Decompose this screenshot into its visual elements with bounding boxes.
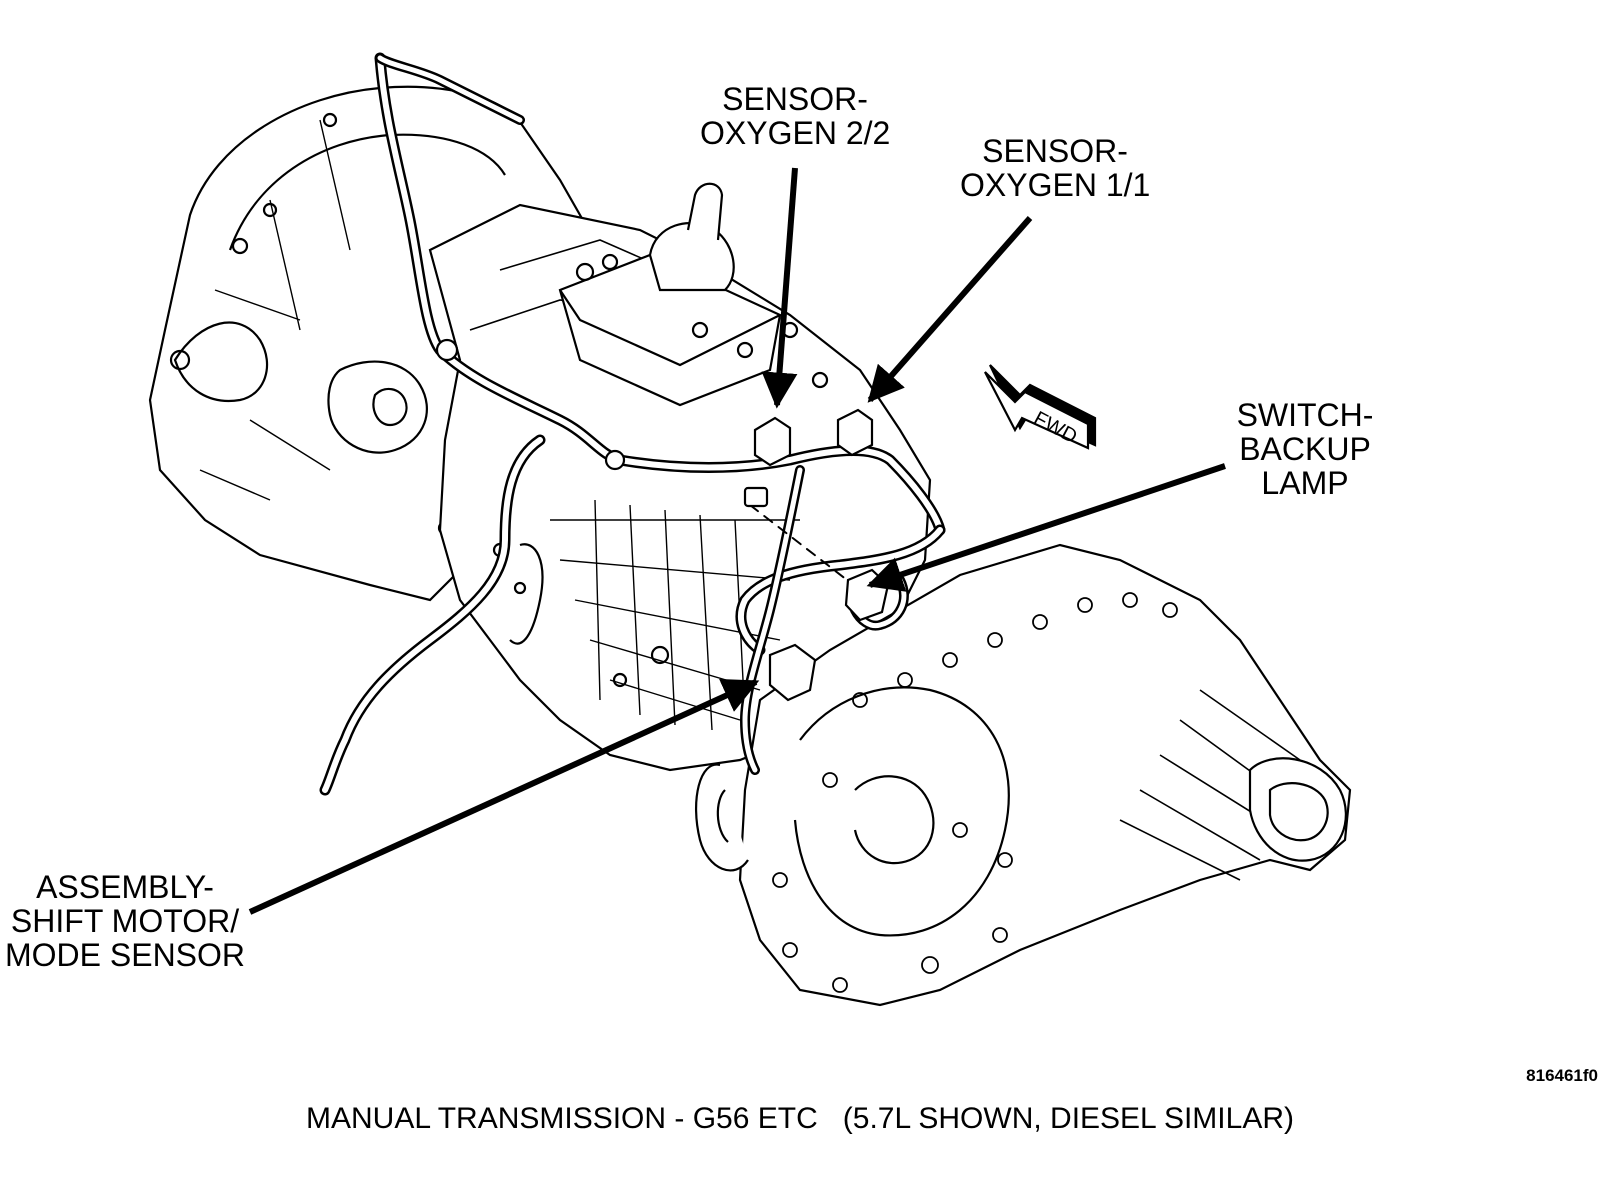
label-oxygen-sensor-1-1: SENSOR- OXYGEN 1/1 [960, 134, 1150, 202]
label-shift-motor-line2: SHIFT MOTOR/ [10, 903, 240, 939]
label-backup-lamp-line1: SWITCH- [1236, 397, 1374, 433]
transfer-case [694, 543, 1352, 1007]
label-shift-motor-line3: MODE SENSOR [4, 937, 246, 973]
label-backup-lamp-switch: SWITCH- BACKUP LAMP [1230, 398, 1380, 500]
wiring-harness [319, 52, 946, 796]
label-oxygen-1-1-line1: SENSOR- [982, 133, 1128, 169]
label-shift-motor-line1: ASSEMBLY- [36, 869, 214, 905]
leader-shift-motor [248, 679, 760, 915]
shifter-tower [558, 182, 782, 407]
label-oxygen-1-1-line2: OXYGEN 1/1 [960, 167, 1151, 203]
transmission-case [428, 203, 932, 772]
leader-lines [248, 167, 1226, 915]
leader-oxygen-2-2 [761, 167, 798, 409]
label-backup-lamp-line3: LAMP [1261, 465, 1349, 501]
figure-caption: MANUAL TRANSMISSION - G56 ETC (5.7L SHOW… [306, 1102, 1294, 1135]
connectors [435, 338, 890, 702]
label-oxygen-2-2-line2: OXYGEN 2/2 [700, 115, 891, 151]
fwd-arrow: FWD [984, 364, 1097, 450]
label-shift-motor-assembly: ASSEMBLY- SHIFT MOTOR/ MODE SENSOR [0, 870, 250, 972]
figure-id: 816461f0 [1526, 1066, 1598, 1085]
leader-oxygen-1-1 [867, 216, 1033, 403]
label-backup-lamp-line2: BACKUP [1239, 431, 1371, 467]
label-oxygen-2-2-line1: SENSOR- [722, 81, 868, 117]
label-oxygen-sensor-2-2: SENSOR- OXYGEN 2/2 [700, 82, 890, 150]
leader-backup-lamp [866, 463, 1226, 592]
